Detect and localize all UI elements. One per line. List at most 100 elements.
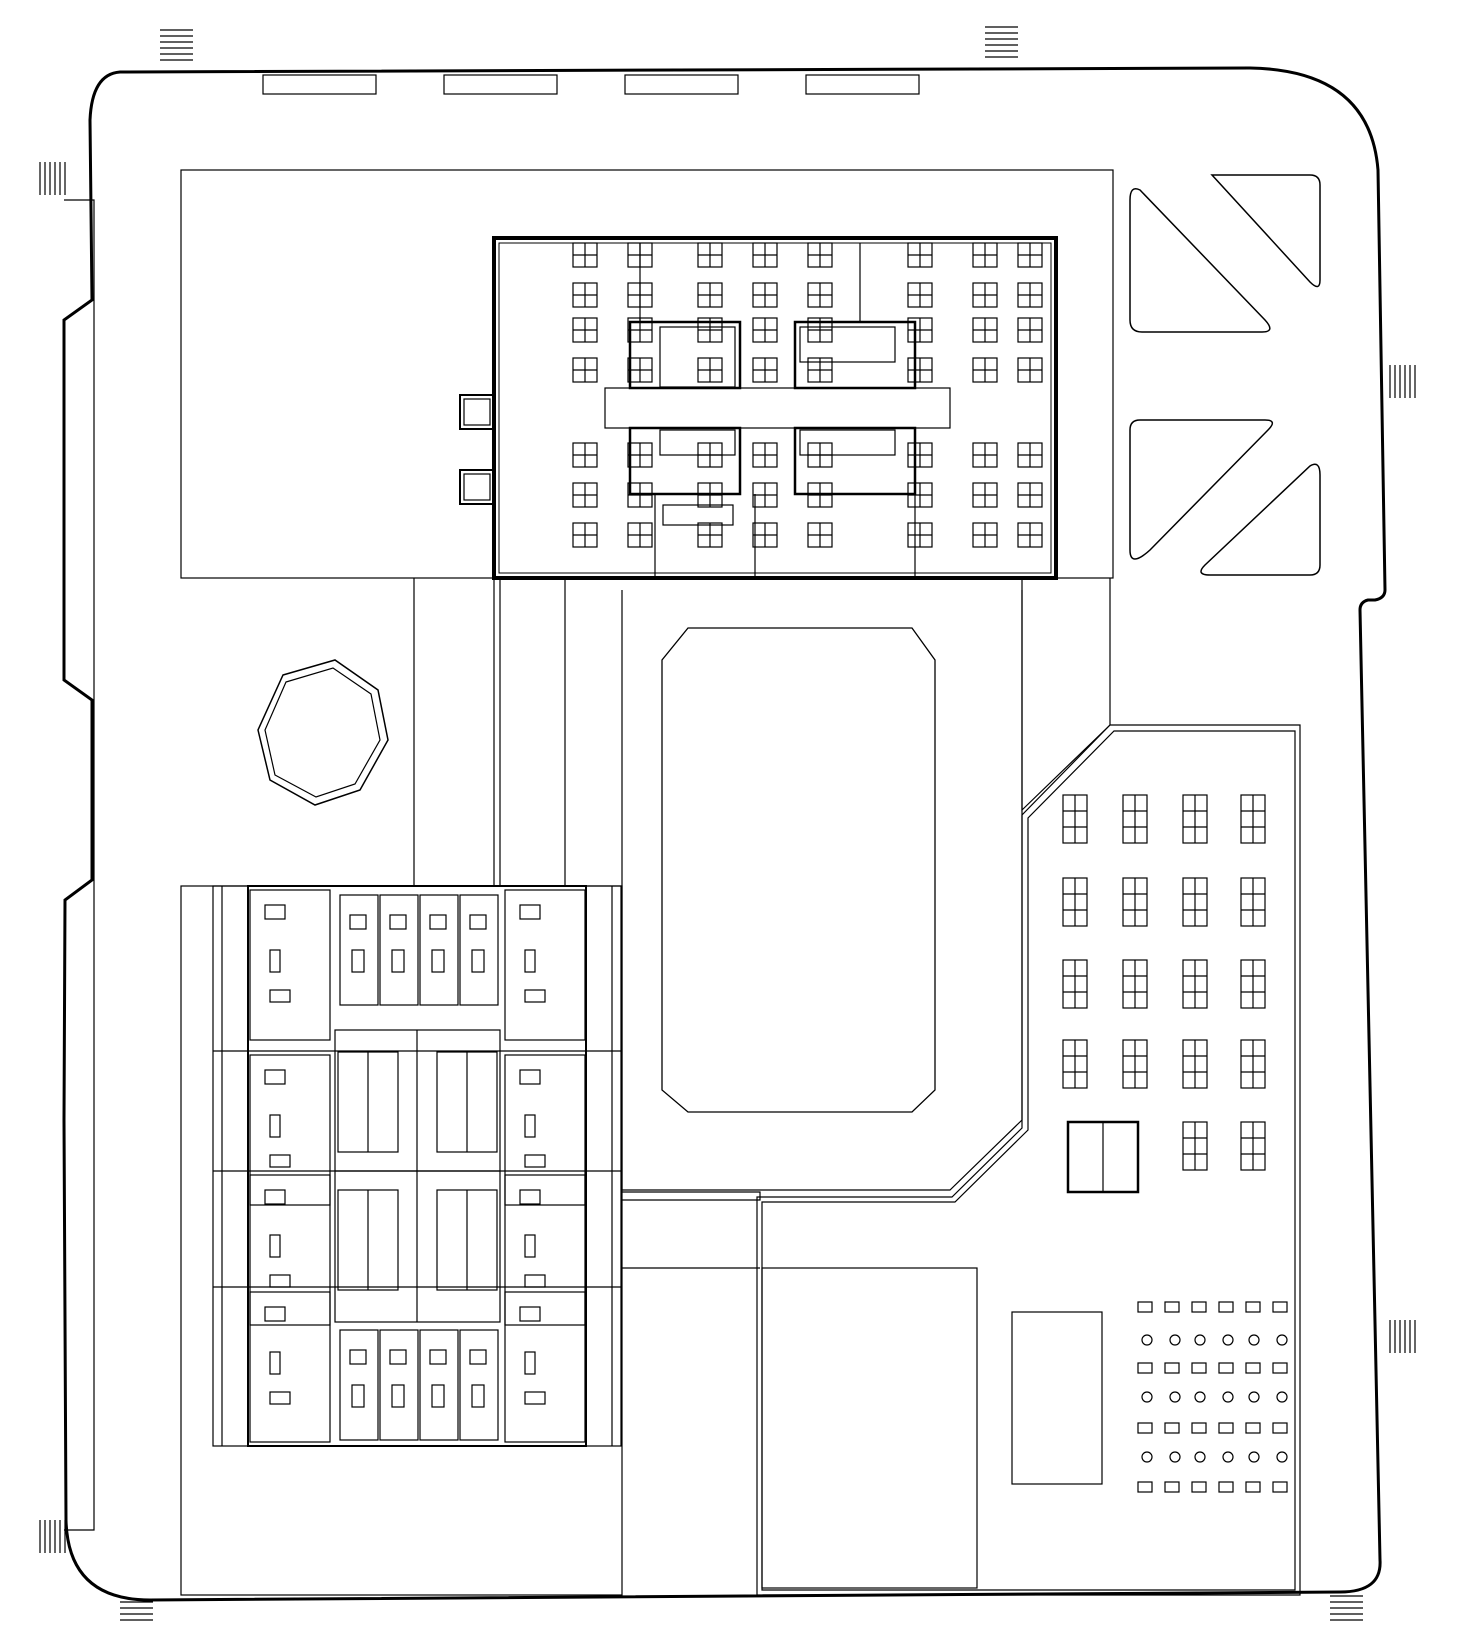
desk-divider — [753, 523, 777, 547]
rack-lines — [1241, 1040, 1265, 1088]
rack-lines — [1183, 878, 1207, 926]
bed — [349, 1349, 367, 1365]
desk-divider — [698, 243, 722, 267]
desk-cluster — [697, 242, 723, 268]
unit-outline — [419, 1329, 459, 1441]
unit-outline — [339, 1329, 379, 1441]
apartment-unit — [419, 1329, 459, 1441]
desk-cluster — [907, 442, 933, 468]
unit-outline — [379, 1329, 419, 1441]
desk-cluster — [1017, 317, 1043, 343]
desk-divider — [698, 523, 722, 547]
table — [1137, 1362, 1153, 1374]
round-table — [1276, 1334, 1288, 1346]
unit-outline — [504, 1174, 586, 1326]
apartment-unit — [249, 1174, 331, 1326]
site-inner-edge — [64, 199, 95, 1531]
bed — [349, 914, 367, 930]
bike-rack — [1062, 877, 1088, 927]
desk-cluster — [627, 242, 653, 268]
sofa — [524, 989, 546, 1003]
desk-cluster — [1017, 282, 1043, 308]
bed — [429, 1349, 447, 1365]
desk-cluster — [627, 317, 653, 343]
sofa — [269, 1154, 291, 1168]
pool — [1011, 1311, 1103, 1485]
dining-table — [524, 949, 536, 973]
desk-cluster — [572, 282, 598, 308]
apartment-unit — [249, 889, 331, 1041]
sofa — [524, 1154, 546, 1168]
desk-cluster — [627, 357, 653, 383]
entrance-step — [39, 1520, 66, 1553]
bike-rack — [1122, 794, 1148, 844]
rack-lines — [1063, 795, 1087, 843]
rack-lines — [1241, 878, 1265, 926]
sofa — [269, 1274, 291, 1288]
rack-lines — [1241, 795, 1265, 843]
desk-cluster — [572, 482, 598, 508]
yard — [761, 1267, 978, 1589]
bed — [429, 914, 447, 930]
apartment-unit — [249, 1291, 331, 1443]
desk-divider — [628, 483, 652, 507]
desk-divider — [908, 243, 932, 267]
apartment-unit — [504, 1054, 586, 1206]
unit-outline — [249, 1054, 331, 1206]
table — [1272, 1422, 1288, 1434]
table — [1164, 1422, 1180, 1434]
dining-table — [269, 1234, 281, 1258]
table — [1191, 1481, 1207, 1493]
desk-divider — [573, 283, 597, 307]
round-table — [1141, 1451, 1153, 1463]
dining-table — [524, 1234, 536, 1258]
bike-rack — [1062, 1039, 1088, 1089]
bike-rack — [1122, 1039, 1148, 1089]
restaurant-tables — [1137, 1301, 1288, 1493]
desk-divider — [753, 243, 777, 267]
table — [1272, 1362, 1288, 1374]
desk-divider — [1018, 318, 1042, 342]
desk-cluster — [697, 442, 723, 468]
desk-cluster — [572, 242, 598, 268]
desk-cluster — [697, 317, 723, 343]
bike-rack — [1240, 959, 1266, 1009]
desk-divider — [753, 318, 777, 342]
green-boundary — [621, 590, 1023, 1191]
bed — [264, 1069, 286, 1085]
bed — [469, 914, 487, 930]
bath — [471, 949, 485, 973]
desk-divider — [573, 483, 597, 507]
unit-outline — [249, 1291, 331, 1443]
bike-rack — [1062, 794, 1088, 844]
entrance-step — [160, 29, 193, 61]
desk-cluster — [1017, 442, 1043, 468]
table — [1218, 1362, 1234, 1374]
unit-outline — [459, 894, 499, 1006]
desk-divider — [573, 358, 597, 382]
table — [1137, 1301, 1153, 1313]
sofa — [524, 1274, 546, 1288]
desk-cluster — [697, 482, 723, 508]
bike-rack — [1240, 877, 1266, 927]
top-parking — [262, 74, 920, 95]
octagon-pavilion — [257, 659, 389, 806]
sofa — [269, 1391, 291, 1405]
desk-cluster — [572, 522, 598, 548]
unit-outline — [379, 894, 419, 1006]
bike-rack — [1062, 959, 1088, 1009]
round-table — [1276, 1451, 1288, 1463]
desk-divider — [973, 443, 997, 467]
round-table — [1248, 1451, 1260, 1463]
desk-cluster — [627, 282, 653, 308]
rack-lines — [1063, 1040, 1087, 1088]
round-table — [1222, 1451, 1234, 1463]
desk-divider — [973, 358, 997, 382]
desk-divider — [908, 443, 932, 467]
desk-divider — [628, 523, 652, 547]
desk-divider — [973, 483, 997, 507]
desk-cluster — [907, 317, 933, 343]
rack-lines — [1063, 878, 1087, 926]
bike-rack — [1182, 1039, 1208, 1089]
apartment-building — [212, 885, 622, 1447]
